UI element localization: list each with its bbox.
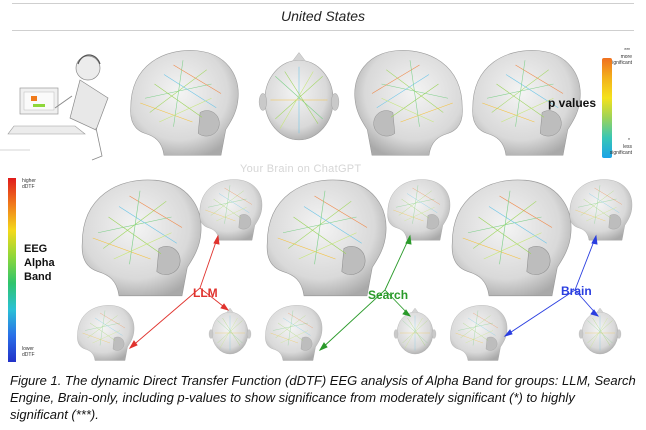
brain-llm-small <box>199 179 263 241</box>
brain-llm-bottom-top <box>208 307 252 355</box>
brain-llm-bottom-left <box>77 305 135 361</box>
p-top-label-2: significant <box>609 60 632 66</box>
eeg-bottom-label-1: lower <box>22 346 34 352</box>
p-values-title: p values <box>548 96 597 110</box>
header-rule-top <box>12 3 634 4</box>
p-bottom-stars: * <box>628 138 630 144</box>
figure-caption: Figure 1. The dynamic Direct Transfer Fu… <box>10 373 636 422</box>
eeg-title-1: EEG <box>24 243 48 255</box>
eeg-bottom-label-2: dDTF <box>22 352 35 358</box>
llm-arrows <box>128 234 230 349</box>
eeg-colorbar <box>8 178 16 362</box>
group-label-brain: Brain <box>561 284 592 298</box>
header-rule-bottom <box>12 30 634 31</box>
dDTF-figure <box>0 50 633 361</box>
eeg-title-3: Band <box>24 271 52 283</box>
brain-search-bottom-top <box>393 307 437 355</box>
watermark-text: Your Brain on ChatGPT <box>240 163 362 175</box>
group-label-llm: LLM <box>193 286 218 300</box>
brain-arrows <box>503 234 600 337</box>
p-bottom-label-1: less <box>623 144 632 150</box>
brain-top-1 <box>130 50 239 156</box>
brain-search-bottom-left <box>265 305 323 361</box>
brain-top-2 <box>258 52 340 141</box>
country-label: United States <box>280 8 366 24</box>
eeg-title-2: Alpha <box>24 257 55 269</box>
p-top-label-1: more <box>620 54 632 60</box>
p-value-colorbar <box>602 58 612 158</box>
brain-search-small <box>387 179 451 241</box>
p-bottom-label-2: significant <box>609 150 632 156</box>
brain-brain-large <box>451 179 572 297</box>
brain-brain-bottom-left <box>450 305 508 361</box>
participant-illustration <box>0 54 109 161</box>
eeg-top-label-2: dDTF <box>22 184 35 190</box>
brain-llm-large <box>81 179 202 297</box>
brain-brain-bottom-top <box>578 307 622 355</box>
brain-top-3 <box>354 50 463 156</box>
brain-brain-small <box>569 179 633 241</box>
eeg-top-label-1: higher <box>22 178 36 184</box>
brain-search-large <box>266 179 387 297</box>
group-label-search: Search <box>368 288 409 302</box>
search-arrows <box>318 234 412 351</box>
p-top-stars: *** <box>624 48 630 54</box>
